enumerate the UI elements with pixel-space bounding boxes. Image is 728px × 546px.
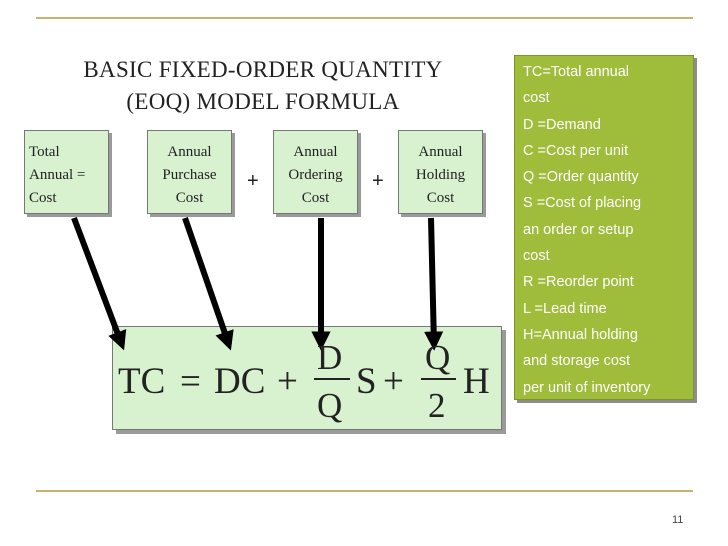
box-line: Cost [175, 190, 204, 206]
annual-ordering-cost-box: Annual Ordering Cost [273, 130, 358, 214]
annual-holding-cost-box: Annual Holding Cost [398, 130, 483, 214]
definition-line: Q =Order quantity [523, 169, 639, 186]
formula-s: S [356, 361, 377, 402]
page-number: 11 [672, 514, 684, 526]
box-line: Annual [418, 144, 463, 160]
definition-line: and storage cost [523, 353, 631, 370]
formula-q-numerator: Q [425, 338, 450, 377]
bottom-rule [36, 490, 693, 492]
arrow-total-cost [71, 216, 127, 351]
formula-q-denominator: Q [317, 386, 342, 425]
definition-line: an order or setup [523, 221, 634, 238]
box-line: Annual [167, 144, 212, 160]
box-line: Total [29, 144, 60, 160]
definition-line: R =Reorder point [523, 274, 634, 291]
definition-line: TC=Total annual [523, 64, 629, 80]
formula-d-numerator: D [317, 338, 342, 377]
definition-line: cost [523, 248, 550, 265]
box-line: Cost [426, 190, 455, 206]
box-line: Annual [293, 144, 338, 160]
formula-equals: = [180, 361, 201, 402]
definition-line: H=Annual holding [523, 326, 638, 343]
arrow-holding-cost [424, 217, 444, 351]
plus-sign-1: + [247, 170, 259, 192]
formula-tc: TC [118, 361, 165, 402]
title-line-2: (EOQ) MODEL FORMULA [126, 89, 400, 114]
box-line: Cost [29, 190, 57, 206]
arrow-purchase-cost [182, 217, 234, 351]
top-rule [36, 17, 693, 19]
slide-title: BASIC FIXED-ORDER QUANTITY (EOQ) MODEL F… [28, 54, 498, 118]
definition-line: L =Lead time [523, 300, 607, 317]
formula-2-denominator: 2 [428, 386, 446, 425]
formula-plus-1: + [277, 361, 298, 402]
box-line: Annual = [29, 167, 86, 183]
box-line: Holding [415, 167, 466, 183]
formula-h: H [463, 361, 490, 402]
box-line: Cost [301, 190, 330, 206]
definition-line: D =Demand [523, 116, 601, 133]
title-line-1: BASIC FIXED-ORDER QUANTITY [83, 57, 443, 82]
annual-purchase-cost-box: Annual Purchase Cost [147, 130, 232, 214]
definition-line: per unit of inventory [523, 379, 651, 396]
formula-dc: DC [214, 361, 265, 402]
definitions-panel: TC=Total annual cost D =Demand C =Cost p… [514, 55, 694, 400]
total-annual-cost-box: Total Annual = Cost [24, 130, 109, 214]
box-line: Ordering [288, 167, 343, 183]
definition-line: C =Cost per unit [523, 142, 629, 159]
definition-line: S =Cost of placing [523, 195, 642, 212]
box-line: Purchase [162, 167, 217, 183]
formula-plus-2: + [383, 361, 404, 402]
definition-line: cost [523, 90, 550, 107]
plus-sign-2: + [372, 170, 384, 192]
